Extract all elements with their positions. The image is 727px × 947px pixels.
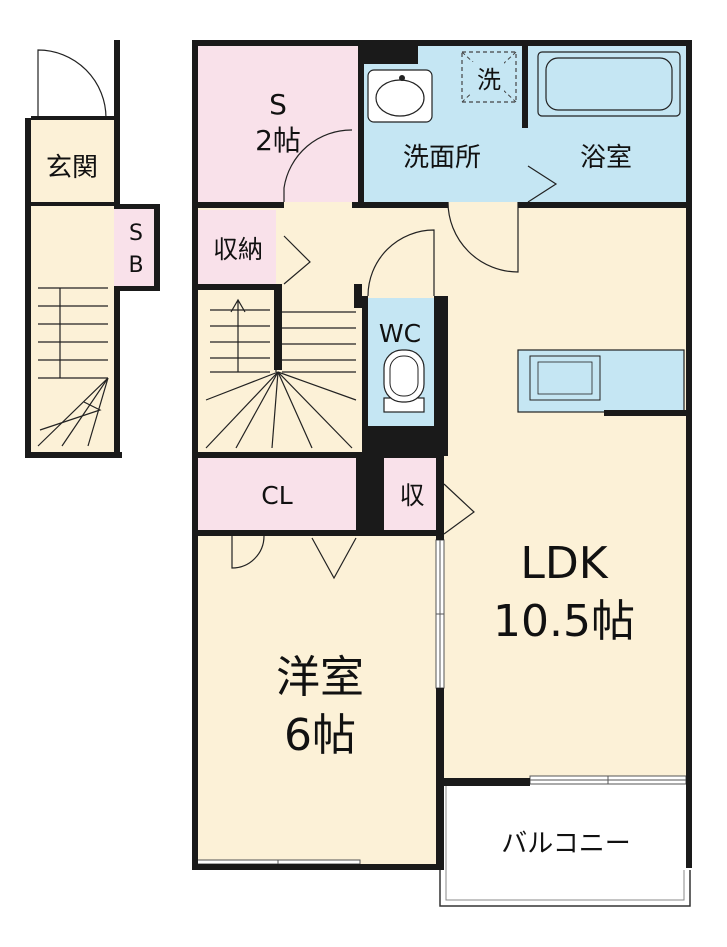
s-room-door-swing-icon [283,129,353,202]
western-floor [198,536,440,864]
entrance-stairs [37,287,109,447]
wash-basin-icon [367,69,433,123]
western-label: 洋室 [276,652,364,703]
sb-floor [114,208,154,286]
storage-floor [198,210,276,286]
ldk-floor [444,202,686,782]
s-room-floor [198,46,358,202]
washroom-door-swing-icon [447,201,519,273]
kitchen-counter-icon [517,349,686,416]
bath-fold-door-icon [527,165,558,203]
small-storage-label: 収 [399,481,424,510]
western-door-swing-icon [231,535,265,569]
storage-fold-door-icon [283,235,311,285]
ldk-size: 10.5帖 [493,596,635,647]
storage-label: 収納 [213,235,263,264]
small-storage-floor [384,458,440,530]
balcony-label: バルコニー [501,829,630,859]
wc-label: WC [379,319,421,348]
hall-door-swing-icon [367,229,435,297]
walls [192,40,692,870]
sb-label-bottom: B [128,253,143,278]
s-room-size: 2帖 [255,124,301,157]
entrance-floor [31,118,114,454]
bath-label: 浴室 [580,143,632,173]
toilet-icon [383,349,425,413]
ldk-label: LDK [520,538,608,589]
washroom-label: 洗面所 [403,143,481,173]
entrance-unit: 玄関 S B [25,40,160,458]
entrance-label: 玄関 [46,153,98,183]
cl-floor [198,458,356,530]
sb-label-top: S [129,221,143,246]
entrance-door-swing-icon [37,49,107,119]
bathtub-icon [537,51,681,117]
cl-fold-door-icon [311,537,357,580]
washer-label: 洗 [477,66,501,94]
cl-label: CL [261,481,292,510]
main-unit: S 2帖 洗面所 洗 浴室 収納 WC CL 収 LDK 10.5帖 洋室 6帖… [192,40,692,907]
balcony-floor [440,786,686,904]
washer-pan-icon [461,51,517,103]
small-storage-fold-door-icon [443,483,475,535]
western-size: 6帖 [284,710,356,761]
s-room-label: S [269,88,287,121]
